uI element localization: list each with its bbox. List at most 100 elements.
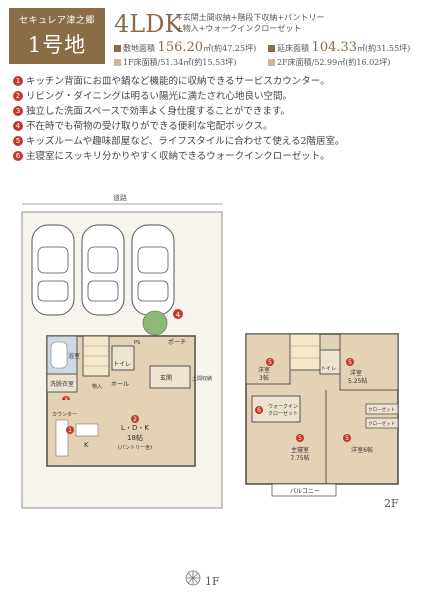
wic-line2: クローゼット xyxy=(268,410,298,417)
room3-name: 洋室6帖 xyxy=(351,446,373,454)
number-badge-label: 1 xyxy=(68,427,72,434)
floor2-area-value: /52.99㎡(約16.02坪) xyxy=(311,58,391,67)
floor-area-value: 104.33 xyxy=(311,40,358,55)
kitchen-counter xyxy=(55,419,69,457)
number-badge xyxy=(66,426,74,434)
feature-text: 主寝室にスッキリ分かりやすく収納できるウォークインクローゼット。 xyxy=(26,151,330,162)
bathtub-icon xyxy=(50,341,68,369)
square-bullet-icon xyxy=(268,45,275,52)
floor2-area: 2F床面積/52.99㎡(約16.02坪) xyxy=(268,57,390,68)
stairs-2f xyxy=(289,333,321,371)
balcony xyxy=(271,483,337,497)
floor2-area-label: 2F床面積 xyxy=(277,58,312,67)
toilet-label: トイレ xyxy=(113,361,131,368)
kitchen-island xyxy=(75,423,99,437)
number-badge: 1 xyxy=(13,76,23,86)
ps-label: PS xyxy=(134,340,140,346)
bath-label: 浴室 xyxy=(68,352,80,360)
plan-extras: +玄関土間収納+階段下収納+パントリー +物入+ウォークインクローゼット xyxy=(176,12,416,34)
ldk-size: 18帖 xyxy=(127,433,143,442)
series-name: セキュレア津之郷 xyxy=(19,16,95,26)
ldk-label: L・D・K xyxy=(121,424,149,432)
number-badge: 2 xyxy=(13,91,23,101)
site-area: 敷地面積 156.20㎡(約47.25坪) xyxy=(114,40,256,55)
closet xyxy=(365,417,399,429)
entrance xyxy=(149,365,191,389)
entrance-label: 玄関 xyxy=(160,374,172,382)
floor-area: 延床面積 104.33㎡(約31.55坪) xyxy=(268,40,410,55)
number-badge xyxy=(296,434,304,442)
dressing-room xyxy=(46,373,78,393)
balcony-label: バルコニー xyxy=(290,488,320,495)
room1-name: 洋室 xyxy=(258,366,270,374)
floor1-area-label: 1F床面積 xyxy=(123,58,158,67)
feature-text: 不在時でも荷物の受け取りができる便利な宅配ボックス。 xyxy=(26,121,273,132)
number-badge: 3 xyxy=(13,106,23,116)
number-badge-label: 5 xyxy=(268,359,272,366)
closet xyxy=(365,403,399,415)
dressing-label: 脱衣室 xyxy=(56,380,74,388)
toilet-room xyxy=(111,345,135,371)
porch-label: ポーチ xyxy=(168,338,186,346)
number-badge xyxy=(266,358,274,366)
floor-2f-label: 2F xyxy=(384,497,399,510)
plan-extras-line2: +物入+ウォークインクローゼット xyxy=(176,24,302,33)
number-badge xyxy=(343,434,351,442)
floor-area-unit: ㎡(約31.55坪) xyxy=(357,44,411,53)
closet1-label: クローゼット xyxy=(368,406,395,413)
number-badge: 6 xyxy=(13,151,23,161)
shoe-storage-label: 土間収納 xyxy=(192,375,212,382)
floor1-area-value: /51.34㎡(約15.53坪) xyxy=(157,58,237,67)
compass-icon xyxy=(185,570,201,586)
number-badge-label: 6 xyxy=(257,407,261,414)
car-icon xyxy=(81,224,125,316)
counter-label: カウンター xyxy=(52,411,77,418)
closet2-label: クローゼット xyxy=(368,420,395,427)
number-badge-label: 5 xyxy=(348,359,352,366)
room2-name: 洋室 xyxy=(350,369,362,377)
floor-area-label: 延床面積 xyxy=(277,44,309,53)
number-badge-label: 5 xyxy=(345,435,349,442)
lot-number: 1号地 xyxy=(27,33,87,57)
number-badge: 5 xyxy=(13,136,23,146)
number-badge xyxy=(255,406,263,414)
number-badge xyxy=(346,358,354,366)
wash-label: 洗 xyxy=(50,380,56,388)
car-icon xyxy=(131,224,175,316)
number-badge xyxy=(173,309,183,319)
master-size: 7.75帖 xyxy=(290,454,309,462)
car-icon xyxy=(31,224,75,316)
wic-line1: ウォークイン xyxy=(268,403,298,410)
feature-text: 独立した洗面スペースで効率よく身仕度することができます。 xyxy=(26,106,290,117)
hall-label: ホール xyxy=(111,381,129,388)
master-name: 主寝室 xyxy=(291,446,309,454)
feature-text: リビング・ダイニングは明るい陽光に満たされ心地良い空間。 xyxy=(26,91,293,102)
number-badge-label: 5 xyxy=(298,435,302,442)
site-area-label: 敷地面積 xyxy=(123,44,155,53)
plan-type: 4LDK xyxy=(114,10,183,38)
number-badge xyxy=(131,415,139,423)
number-badge: 4 xyxy=(13,121,23,131)
ldk-area xyxy=(52,400,190,462)
square-bullet-icon xyxy=(114,45,121,52)
floor1-area: 1F床面積/51.34㎡(約15.53坪) xyxy=(114,57,236,68)
room1-size: 3帖 xyxy=(259,374,269,382)
square-bullet-icon xyxy=(268,59,275,66)
toilet-2f-label: トイレ xyxy=(321,366,336,372)
ldk-note: (パントリー含) xyxy=(118,444,152,451)
room2-size: 5.25帖 xyxy=(348,377,367,385)
tree-icon xyxy=(142,310,168,336)
feature-text: キッズルームや趣味部屋など、ライフスタイルに合わせて使える2階居室。 xyxy=(26,136,345,147)
road-label: 道路 xyxy=(113,193,127,202)
site-area-unit: ㎡(約47.25坪) xyxy=(203,44,257,53)
kitchen-label: K xyxy=(84,441,89,449)
lot-badge: セキュレア津之郷 1号地 xyxy=(9,8,105,64)
